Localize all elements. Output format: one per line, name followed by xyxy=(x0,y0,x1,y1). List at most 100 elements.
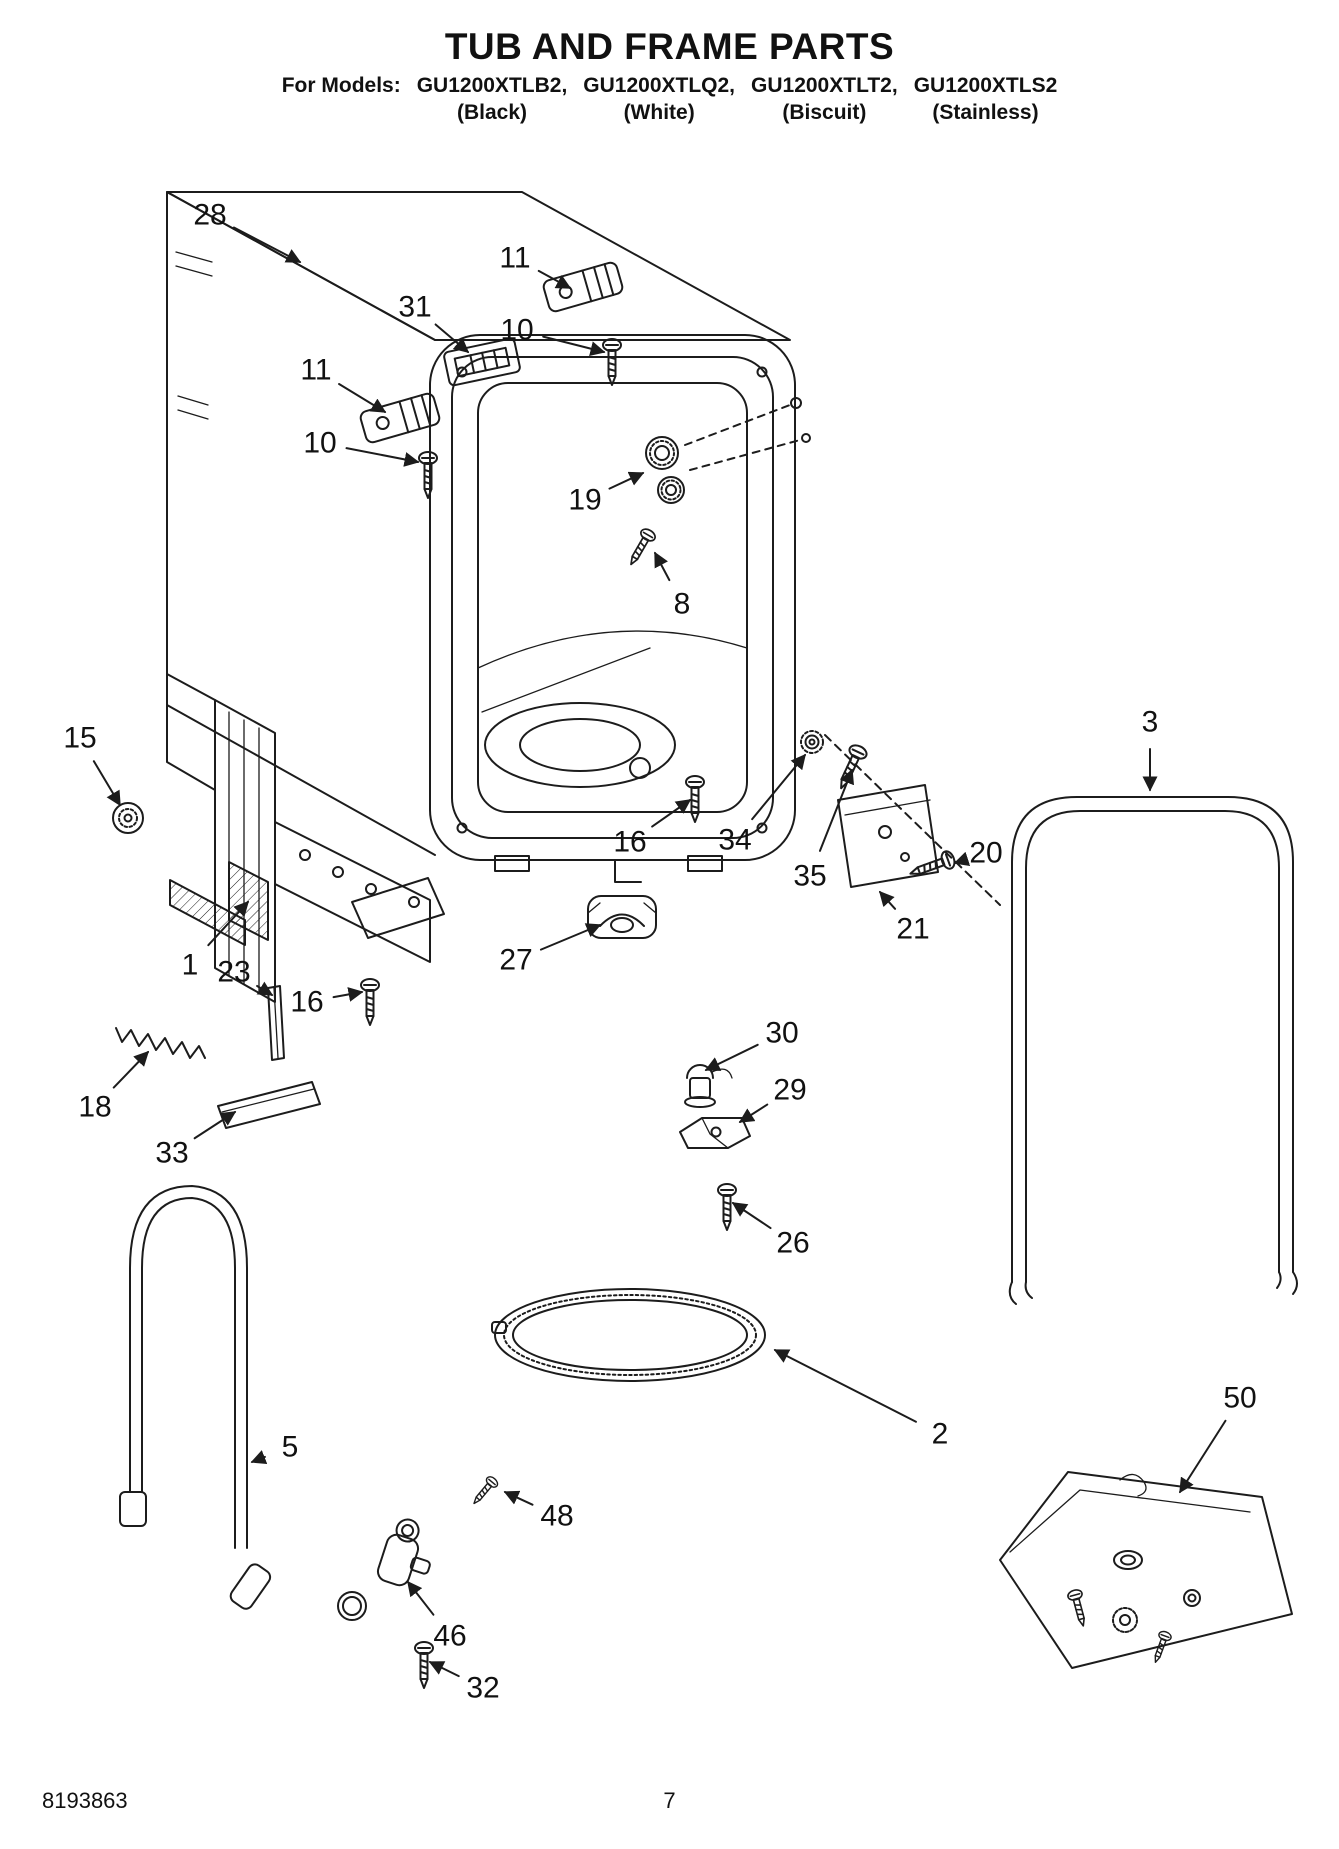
screw-8 xyxy=(623,525,659,570)
callout-number-23-16: 23 xyxy=(217,956,250,989)
diagram-artwork: 2811311011101981516343520213123162718333… xyxy=(63,191,1298,1705)
callout-number-46-28: 46 xyxy=(433,1620,466,1653)
callout-number-19-6: 19 xyxy=(568,484,601,517)
callout-arrow-15-8 xyxy=(92,760,121,807)
model-color-4: (Stainless) xyxy=(932,101,1039,124)
model-name-3: GU1200XTLT2, xyxy=(751,74,898,97)
model-color-2: (White) xyxy=(623,101,695,124)
alignment-dashed-line xyxy=(824,734,1001,906)
tub-body xyxy=(166,191,796,883)
callout-arrow-46-28 xyxy=(407,1580,435,1616)
callout-number-26-23: 26 xyxy=(776,1227,809,1260)
screw-48 xyxy=(468,1474,501,1509)
callout-arrow-16-17 xyxy=(332,987,364,1002)
callout-arrow-10-3 xyxy=(542,335,606,356)
pump-outlet-fitting xyxy=(645,397,811,504)
callout-arrow-31-2 xyxy=(434,323,470,353)
callout-number-11-1: 11 xyxy=(499,242,530,275)
callout-number-28-0: 28 xyxy=(193,199,226,232)
callout-number-27-18: 27 xyxy=(499,944,532,977)
page-number: 7 xyxy=(663,1788,676,1813)
callout-arrow-5-24 xyxy=(250,1450,268,1465)
callout-number-35-11: 35 xyxy=(793,860,826,893)
model-color-1: (Black) xyxy=(456,101,528,124)
callout-arrow-30-21 xyxy=(704,1043,759,1071)
models-line: For Models: GU1200XTLB2, GU1200XTLQ2, GU… xyxy=(282,74,1058,125)
speed-nut-clip xyxy=(587,895,657,939)
heating-element xyxy=(491,1288,766,1382)
callout-number-10-5: 10 xyxy=(303,427,336,460)
callout-arrow-29-22 xyxy=(738,1103,769,1123)
float-switch xyxy=(684,1064,733,1108)
callout-arrow-33-20 xyxy=(193,1111,237,1140)
callout-arrow-1-15 xyxy=(207,900,250,947)
page-header: TUB AND FRAME PARTS For Models: GU1200XT… xyxy=(0,26,1339,125)
callout-number-5-24: 5 xyxy=(282,1431,299,1464)
callout-arrow-48-27 xyxy=(503,1490,534,1506)
screw-35 xyxy=(831,741,870,794)
callout-arrow-26-23 xyxy=(731,1202,772,1230)
door-strike xyxy=(443,337,521,387)
callout-number-33-20: 33 xyxy=(155,1137,188,1170)
callout-arrow-20-12 xyxy=(953,851,971,866)
callout-arrow-8-7 xyxy=(654,551,671,582)
callout-number-34-10: 34 xyxy=(718,824,751,857)
callout-arrow-11-1 xyxy=(537,269,572,289)
callout-arrow-18-19 xyxy=(112,1050,150,1089)
mounting-bracket xyxy=(837,784,939,888)
callout-number-31-2: 31 xyxy=(398,291,431,324)
callout-number-16-9: 16 xyxy=(613,826,646,859)
base-frame xyxy=(166,673,445,1003)
callout-arrow-16-9 xyxy=(651,799,692,828)
check-valve xyxy=(376,1518,431,1587)
screw-10-left xyxy=(418,451,438,499)
callout-number-2-25: 2 xyxy=(932,1418,949,1451)
callout-number-15-8: 15 xyxy=(63,722,96,755)
friction-strip xyxy=(267,985,285,1061)
model-name-2: GU1200XTLQ2, xyxy=(583,74,736,97)
callout-number-20-12: 20 xyxy=(969,837,1002,870)
mounting-clip-top-left xyxy=(358,391,442,445)
models-spacer xyxy=(282,101,401,125)
callout-arrow-19-6 xyxy=(608,471,645,490)
callout-arrow-50-26 xyxy=(1179,1419,1227,1494)
models-prefix: For Models: xyxy=(281,74,401,97)
callout-number-3-14: 3 xyxy=(1142,706,1159,739)
callout-arrow-11-4 xyxy=(338,383,387,413)
sound-pad xyxy=(217,1081,321,1129)
screw-16-lower xyxy=(360,978,380,1026)
drain-hose xyxy=(119,1185,272,1610)
mounting-clip-top-right xyxy=(541,260,625,314)
model-color-3: (Biscuit) xyxy=(782,101,867,124)
model-name-4: GU1200XTLS2 xyxy=(913,74,1058,97)
callout-arrow-35-11 xyxy=(818,768,854,852)
callout-number-32-29: 32 xyxy=(466,1672,499,1705)
callout-arrow-10-5 xyxy=(345,447,420,467)
callout-arrow-21-13 xyxy=(879,890,897,910)
screw-16-center xyxy=(685,775,705,823)
grommet xyxy=(112,802,144,834)
callout-number-29-22: 29 xyxy=(773,1074,806,1107)
screw-32 xyxy=(414,1641,434,1689)
callout-arrow-28-0 xyxy=(232,226,302,263)
callout-arrow-32-29 xyxy=(428,1661,460,1678)
float-bracket xyxy=(679,1117,751,1149)
callout-number-50-26: 50 xyxy=(1223,1382,1256,1415)
document-number: 8193863 xyxy=(42,1788,128,1813)
callout-number-48-27: 48 xyxy=(540,1500,573,1533)
screw-10-right xyxy=(602,338,622,386)
callout-number-10-3: 10 xyxy=(500,314,533,347)
screw-26 xyxy=(717,1183,737,1231)
callout-number-30-21: 30 xyxy=(765,1017,798,1050)
callout-number-11-4: 11 xyxy=(300,354,331,387)
callout-arrow-34-10 xyxy=(751,753,806,821)
door-gasket xyxy=(1008,796,1298,1305)
hose-clamp xyxy=(337,1591,367,1621)
callout-arrow-2-25 xyxy=(773,1349,917,1423)
callout-number-1-15: 1 xyxy=(182,949,199,982)
callout-arrow-27-18 xyxy=(539,923,602,951)
callout-number-16-17: 16 xyxy=(290,986,323,1019)
